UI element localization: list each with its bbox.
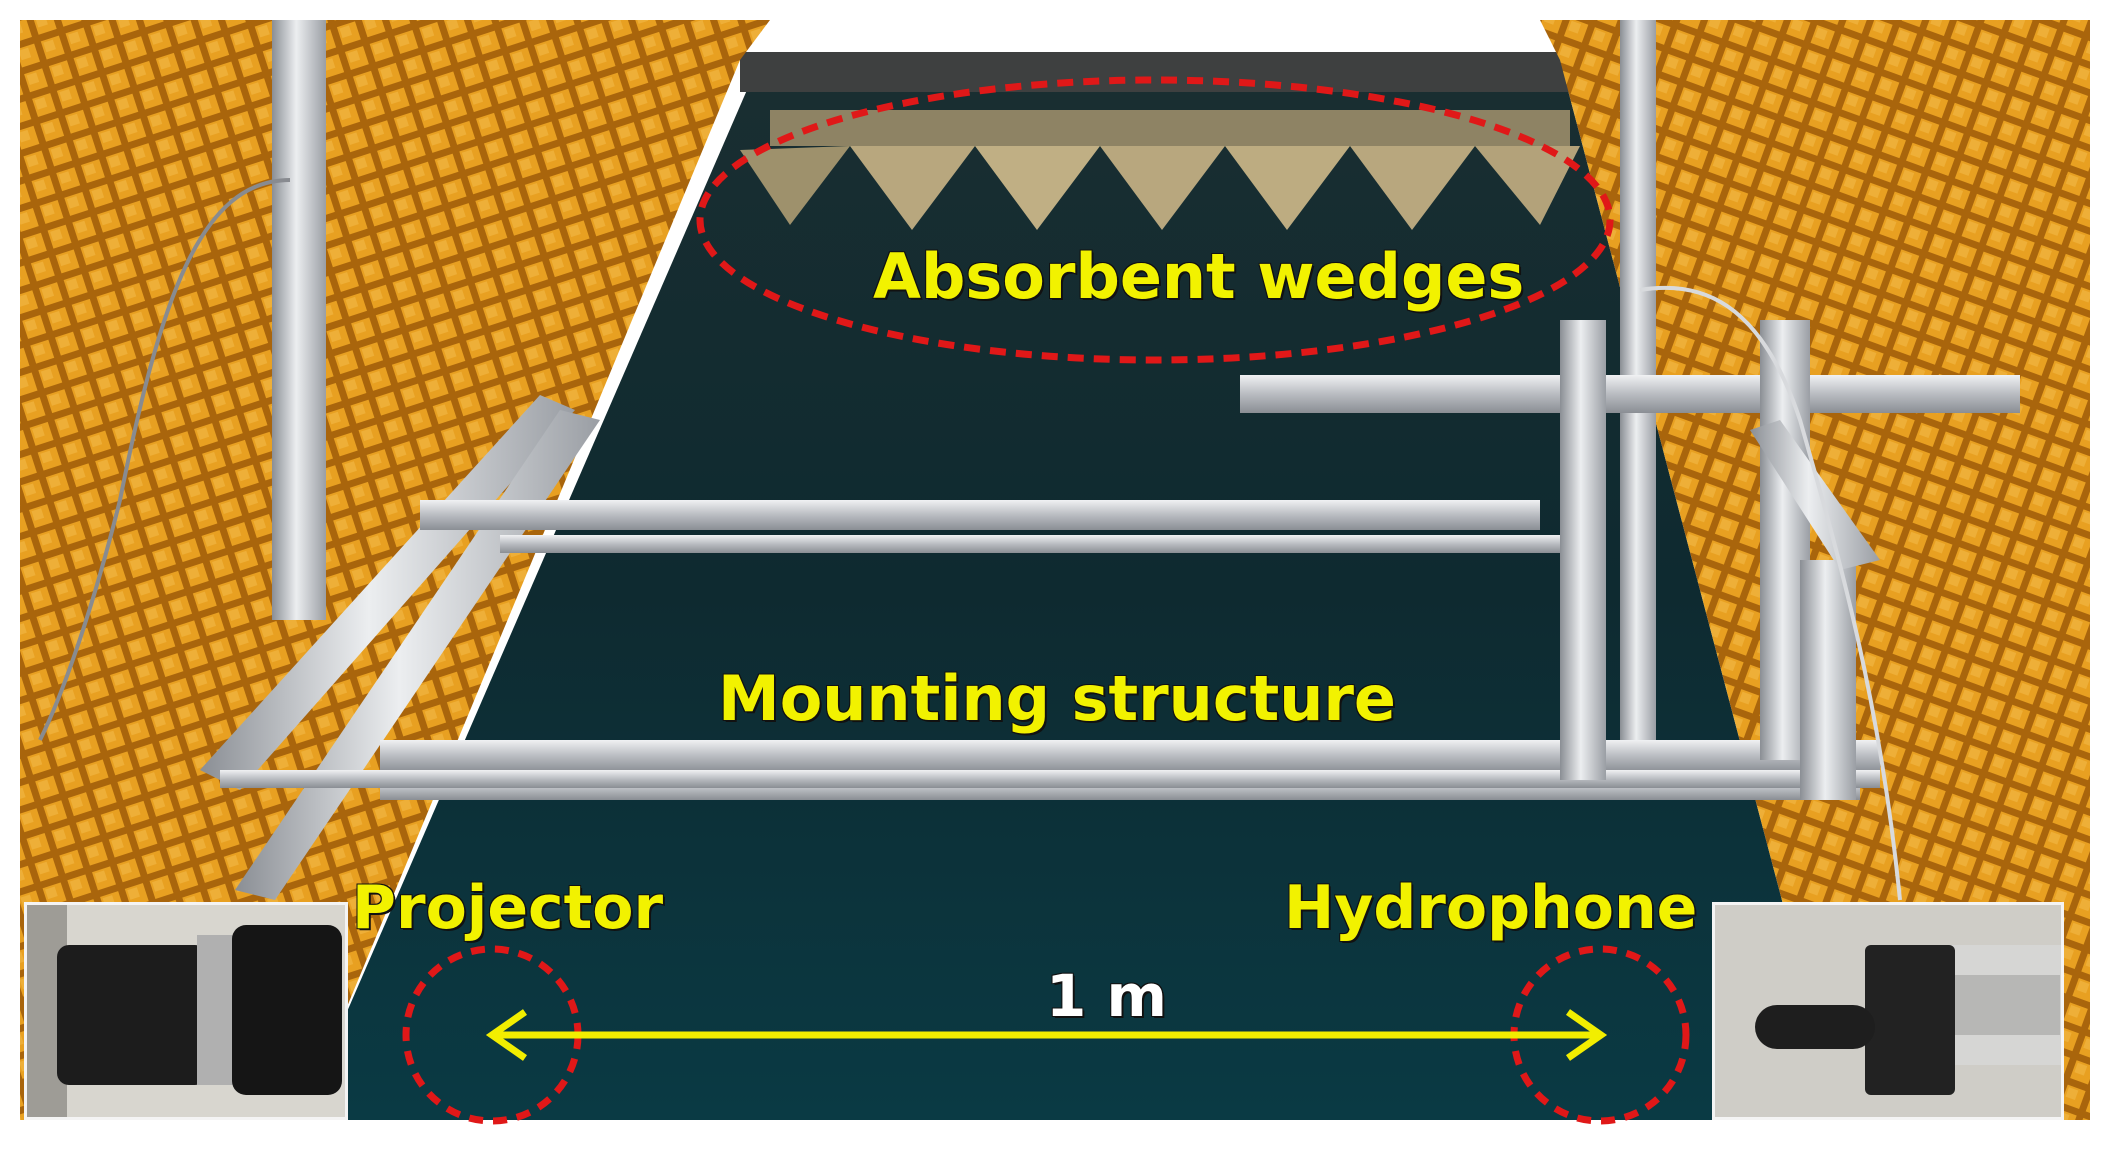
absorbent-wedges [740, 110, 1580, 230]
left-post [272, 20, 326, 620]
hydrophone-inset-photo [1712, 902, 2064, 1120]
absorbent-wedges-highlight [696, 76, 1614, 364]
hydrophone-cable [1639, 285, 1902, 901]
projector-label: Projector [352, 873, 664, 943]
hydrophone-label: Hydrophone [1284, 873, 1698, 943]
projector-cable [38, 178, 291, 741]
distance-arrow [485, 1009, 1608, 1061]
distance-label: 1 m [1046, 962, 1167, 1030]
projector-inset-photo [24, 902, 348, 1120]
tank-back-edge [740, 52, 1580, 92]
mounting-frame [200, 320, 2020, 900]
absorbent-wedges-label: Absorbent wedges [873, 240, 1525, 313]
mounting-structure-label: Mounting structure [718, 662, 1396, 735]
water-tank [300, 60, 1840, 1120]
